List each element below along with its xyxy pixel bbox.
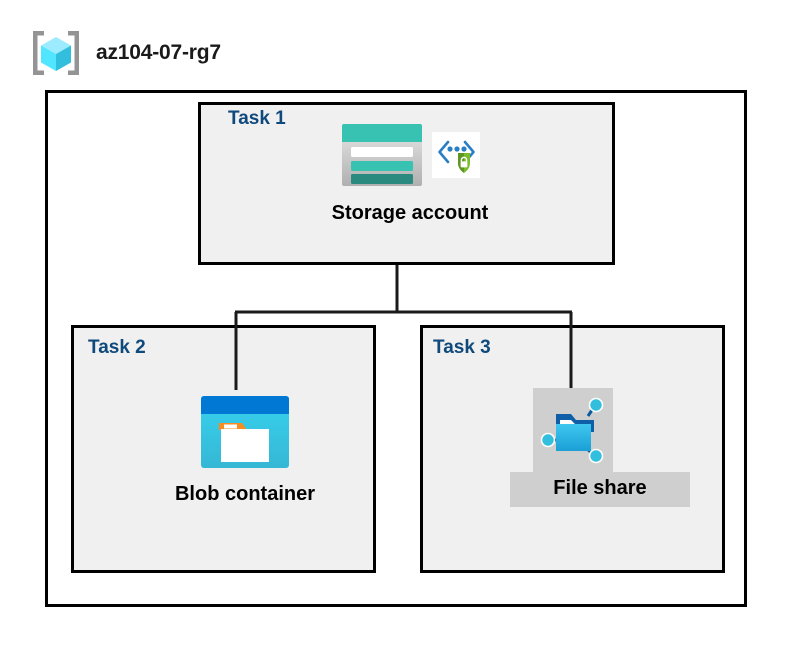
storage-account-icon bbox=[342, 124, 422, 186]
storage-account-icon-group bbox=[295, 120, 525, 190]
resource-group-header: az104-07-rg7 bbox=[30, 26, 350, 80]
storage-account-caption: Storage account bbox=[331, 202, 489, 224]
azure-resource-group-icon bbox=[33, 31, 79, 75]
blob-container-icon bbox=[201, 396, 289, 468]
blob-container-caption: Blob container bbox=[174, 483, 315, 505]
file-share-caption: File share bbox=[510, 472, 690, 507]
storage-account-node[interactable]: Storage account bbox=[295, 120, 525, 235]
secure-endpoint-shield-icon bbox=[432, 132, 480, 178]
file-share-node[interactable]: File share bbox=[490, 388, 700, 513]
file-share-icon bbox=[540, 397, 604, 464]
task3-label: Task 3 bbox=[433, 337, 491, 358]
task2-label: Task 2 bbox=[88, 337, 146, 358]
task1-label: Task 1 bbox=[228, 108, 286, 129]
file-share-icon-group bbox=[533, 388, 613, 472]
blob-container-node[interactable]: Blob container bbox=[155, 388, 335, 513]
blob-container-icon-group bbox=[155, 388, 335, 476]
resource-group-name: az104-07-rg7 bbox=[96, 41, 221, 64]
